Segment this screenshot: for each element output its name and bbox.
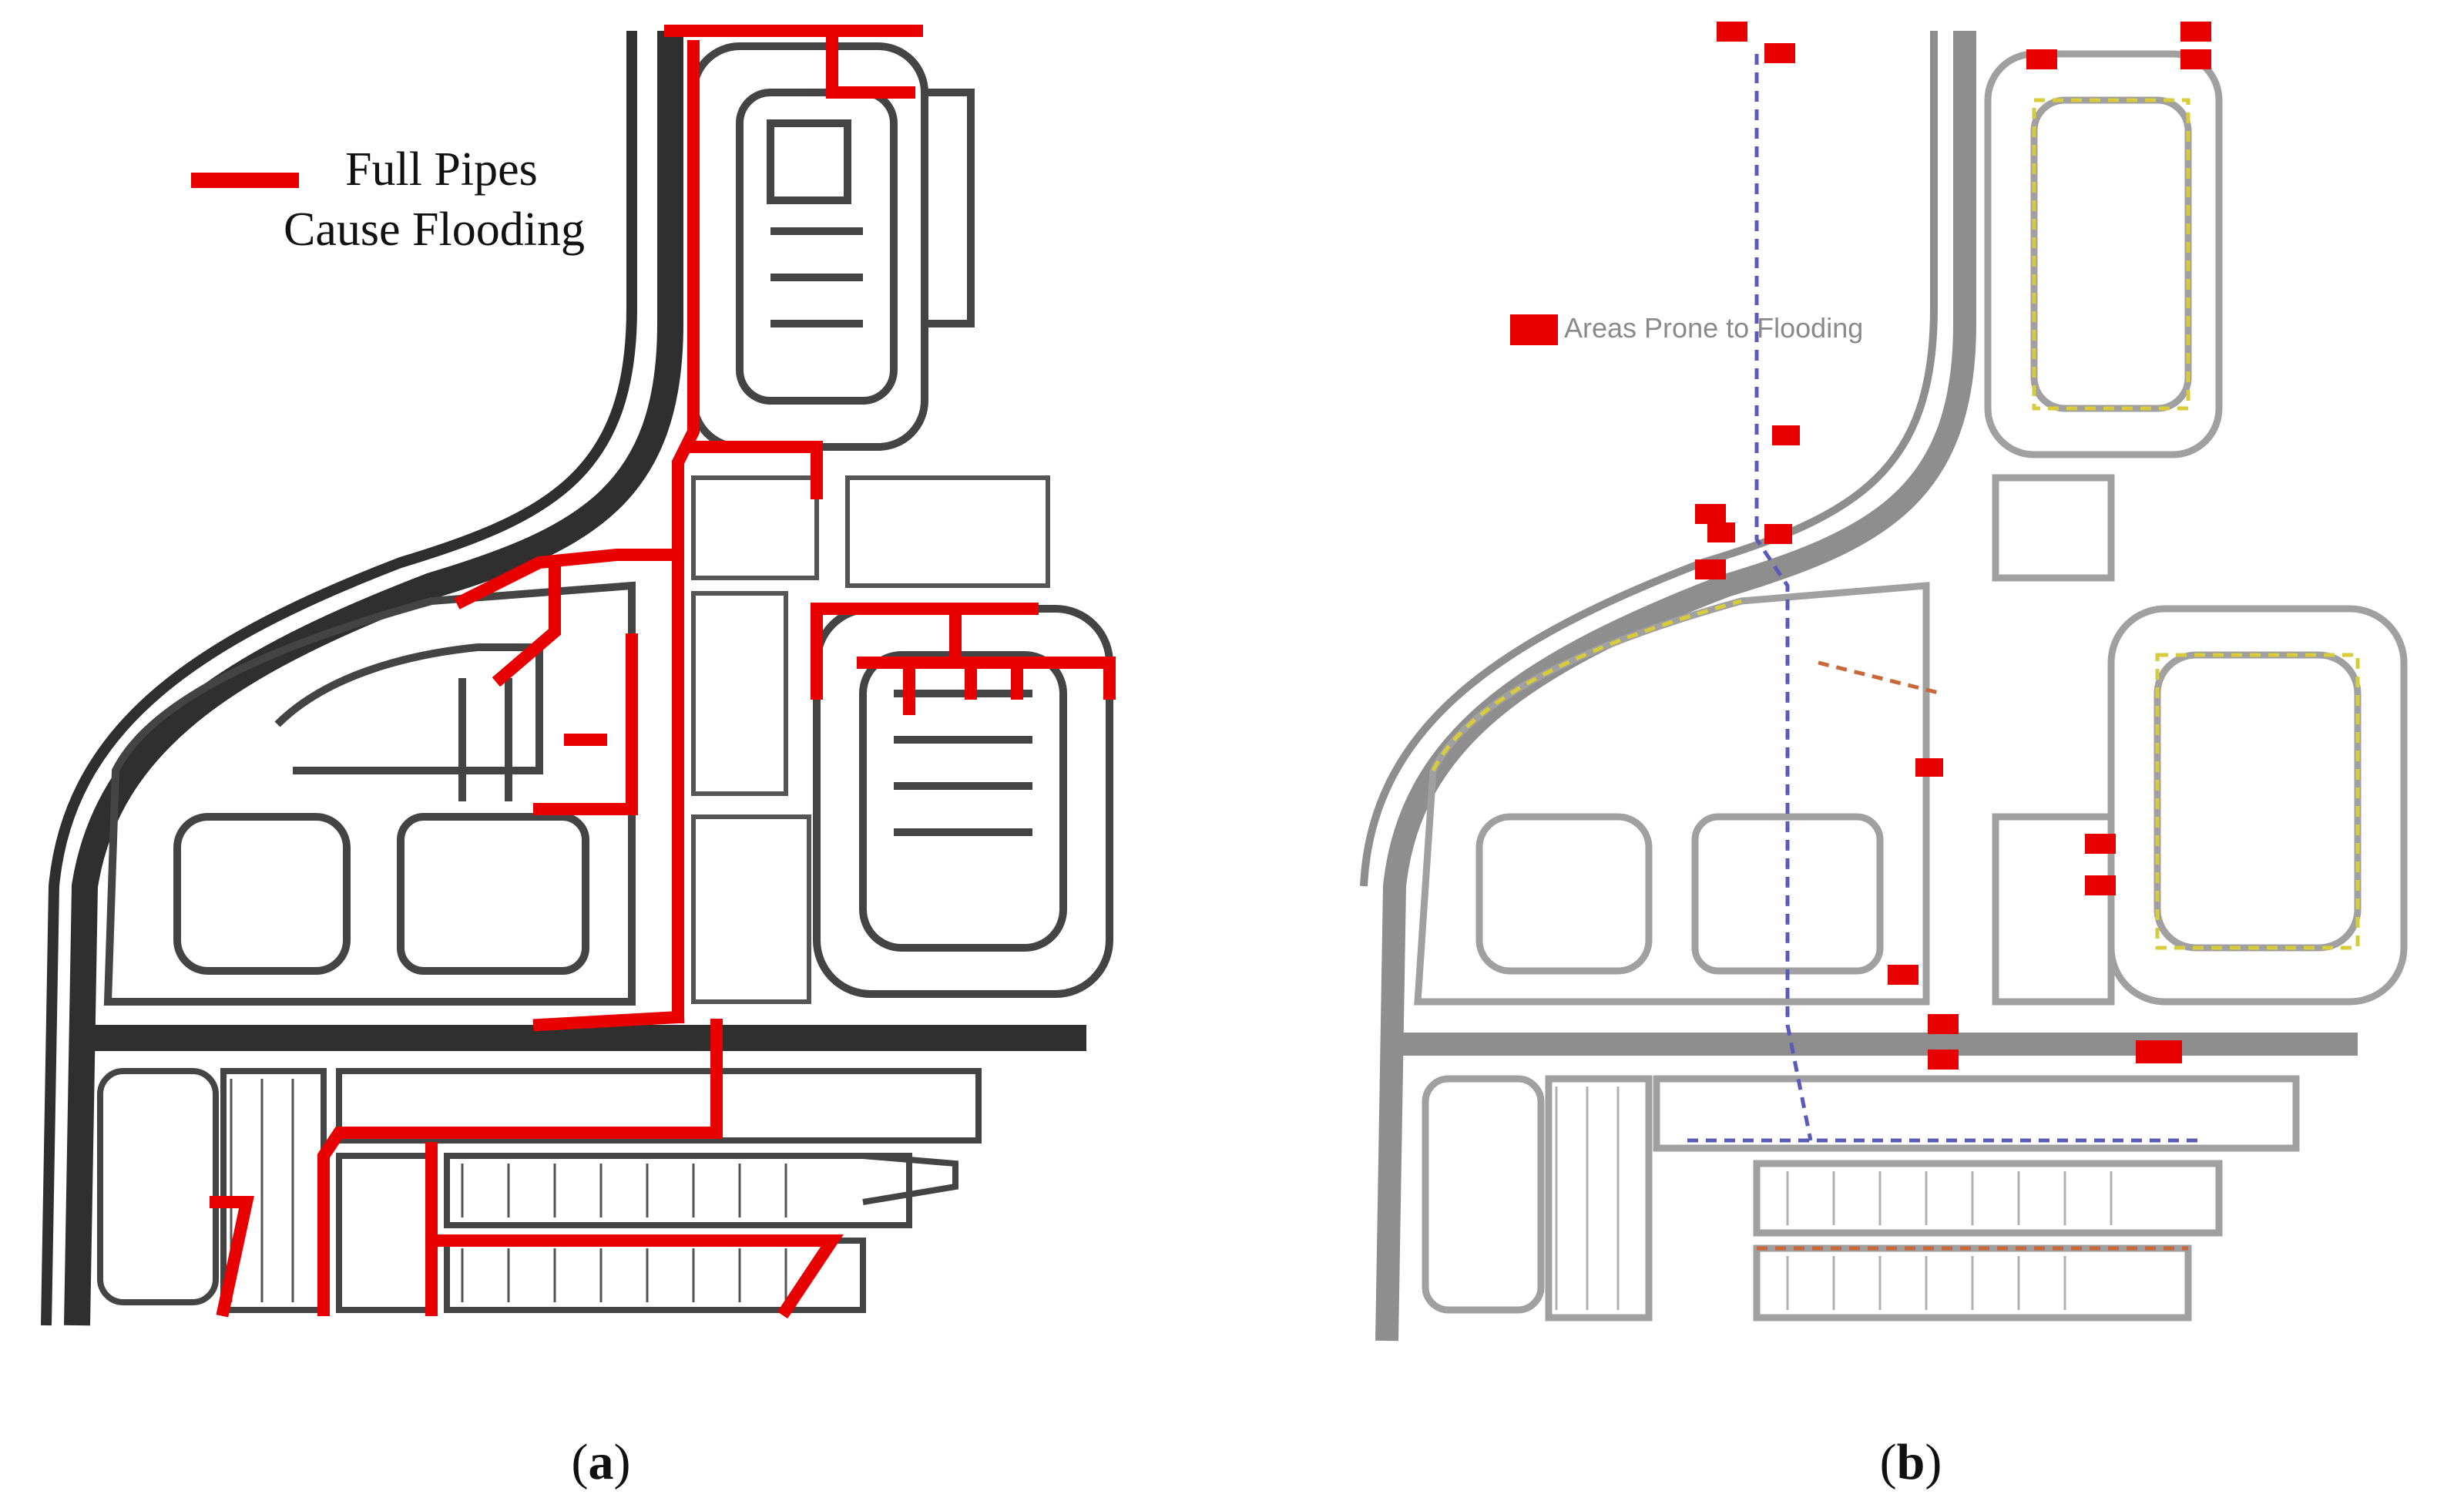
- lot-hatching: [1555, 1086, 2113, 1310]
- full-pipes: [210, 25, 1116, 1319]
- pipe-segment: [826, 25, 915, 99]
- flood-marker: [1772, 425, 1800, 445]
- pipe-segment: [533, 633, 638, 815]
- legend-label-line2: Cause Flooding: [284, 203, 585, 256]
- drainage-network: [1431, 54, 2360, 1251]
- flood-marker: [2085, 875, 2116, 895]
- civic-blocks: [691, 475, 1050, 1004]
- flood-marker: [1915, 758, 1943, 777]
- yellow-dashed-line: [1431, 599, 1742, 772]
- pipe-segment: [425, 1234, 844, 1319]
- legend-label-line1: Full Pipes: [345, 143, 538, 196]
- flood-prone-map: [1360, 22, 2408, 1342]
- flood-marker: [1928, 1050, 1959, 1070]
- yellow-dashed-line: [2032, 98, 2190, 411]
- flood-marker: [1928, 1014, 1959, 1034]
- boulevard-inner-edge: [41, 31, 637, 1326]
- east-west-road: [1387, 1033, 2358, 1056]
- yellow-dashed-line: [2155, 653, 2360, 950]
- pipe-segment: [857, 657, 1116, 700]
- pipe-segment: [317, 1019, 723, 1316]
- flood-marker: [1764, 524, 1792, 544]
- flood-marker: [2026, 49, 2057, 69]
- legend-label: Areas Prone to Flooding: [1564, 312, 1864, 344]
- north-neighbourhood: [690, 42, 975, 451]
- flood-marker: [2180, 22, 2211, 42]
- flood-marker: [1888, 965, 1918, 985]
- flood-markers: [1695, 22, 2211, 1070]
- flood-marker: [1695, 559, 1726, 579]
- caption-b: (b): [1879, 1434, 1942, 1490]
- pipe-segment: [532, 1010, 685, 1032]
- flood-marker: [2085, 834, 2116, 854]
- flood-marker: [2136, 1040, 2182, 1063]
- west-neighbourhood: [103, 581, 636, 1006]
- east-west-road: [69, 1025, 1086, 1051]
- pipe-segment: [492, 564, 561, 687]
- pipe-segment: [672, 40, 700, 1023]
- full-pipes-map: [41, 25, 1116, 1326]
- flood-marker: [1695, 504, 1726, 524]
- lot-hatching: [230, 1079, 787, 1302]
- main-boulevard: [64, 31, 683, 1326]
- map-panel-a: Full Pipes Cause Flooding (a): [0, 0, 1202, 1508]
- orange-dashed-line: [1818, 660, 1942, 696]
- flood-marker: [2180, 49, 2211, 69]
- pipe-segment: [454, 549, 684, 610]
- legend-swatch-marker: [1510, 314, 1558, 346]
- flood-marker: [1717, 22, 1747, 42]
- flood-marker: [1707, 522, 1735, 542]
- legend-swatch-pipe: [191, 173, 299, 188]
- pipe-segment: [687, 441, 823, 499]
- legend-flood-areas: Areas Prone to Flooding: [1510, 312, 1864, 346]
- pipe-segment: [210, 1196, 254, 1318]
- blue-dashed-line: [1754, 54, 1813, 1141]
- flood-marker: [1764, 43, 1795, 63]
- caption-a: (a): [571, 1434, 631, 1490]
- map-panel-b: Areas Prone to Flooding (b): [1356, 0, 2464, 1508]
- pipe-segment: [903, 610, 1023, 715]
